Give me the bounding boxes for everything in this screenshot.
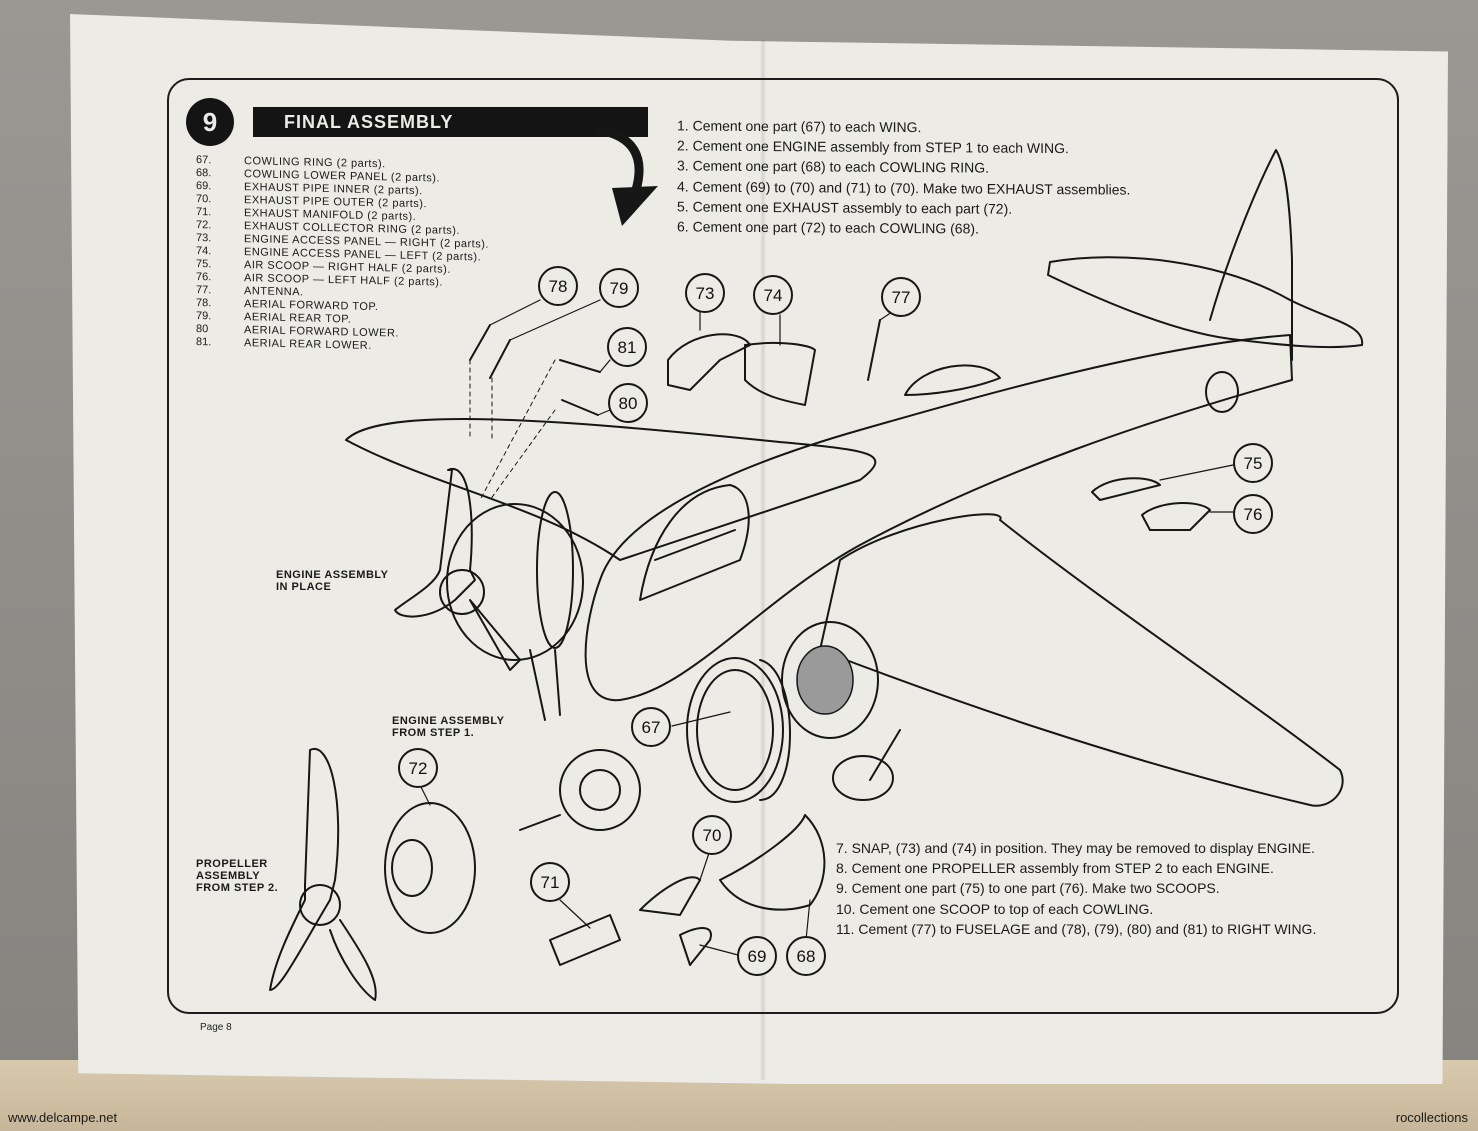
air-scoop-75 bbox=[1091, 477, 1161, 501]
step-frame bbox=[167, 78, 1399, 1014]
step-text: Cement one SCOOP to top of each COWLING. bbox=[859, 900, 1154, 917]
propeller-assembly bbox=[269, 747, 340, 991]
instruction-step: 9. Cement one part (75) to one part (76)… bbox=[836, 878, 1316, 898]
part-callout-text: 76 bbox=[1244, 505, 1263, 524]
exhaust-manifold-71 bbox=[549, 914, 621, 966]
step-title: FINAL ASSEMBLY bbox=[284, 112, 454, 132]
engine-in-place-label: ENGINE ASSEMBLY IN PLACE bbox=[276, 569, 388, 593]
instruction-step: 8. Cement one PROPELLER assembly from ST… bbox=[836, 858, 1316, 878]
part-callout-text: 74 bbox=[764, 286, 783, 305]
part-callout-text: 69 bbox=[748, 947, 767, 966]
part-callout-73 bbox=[685, 273, 725, 313]
part-callout-78 bbox=[538, 266, 578, 306]
tail-wheel bbox=[1205, 371, 1239, 413]
step-text: Cement one PROPELLER assembly from STEP … bbox=[851, 860, 1274, 877]
engine-cowling-in-place bbox=[446, 503, 584, 661]
part-callout-text: 78 bbox=[549, 277, 568, 296]
part-callout-76 bbox=[1233, 494, 1273, 534]
cowling-ring-67 bbox=[686, 657, 784, 803]
engine-nacelle-far bbox=[781, 621, 879, 739]
exhaust-pipe-outer-70 bbox=[639, 876, 701, 916]
propeller-in-place bbox=[394, 467, 476, 618]
radial-engine bbox=[559, 749, 641, 831]
callout-line: ASSEMBLY bbox=[196, 870, 261, 882]
part-callout-75 bbox=[1233, 443, 1273, 483]
instruction-step: 7. SNAP, (73) and (74) in position. They… bbox=[836, 838, 1316, 858]
fuselage-outline bbox=[584, 334, 1293, 702]
part-callout-text: 77 bbox=[892, 288, 911, 307]
title-arrow bbox=[595, 125, 644, 195]
part-callout-67 bbox=[631, 707, 671, 747]
part-callout-71 bbox=[530, 862, 570, 902]
antenna-77 bbox=[867, 319, 881, 381]
air-scoop-76 bbox=[1141, 502, 1211, 531]
callout-line: ENGINE ASSEMBLY bbox=[276, 569, 389, 581]
cowling-lower-panel-68 bbox=[719, 814, 826, 911]
step-index: 8. bbox=[836, 860, 848, 877]
page-fold bbox=[760, 40, 766, 1080]
step-index: 11. bbox=[836, 920, 855, 937]
callout-line: IN PLACE bbox=[276, 581, 332, 593]
step-text: Cement one part (75) to one part (76). M… bbox=[851, 880, 1220, 897]
step-index: 7. bbox=[836, 840, 848, 856]
part-callout-79 bbox=[599, 268, 639, 308]
part-callout-77 bbox=[881, 277, 921, 317]
exhaust-pipe-inner-69 bbox=[679, 927, 712, 966]
watermark-right: rocollections bbox=[1395, 1110, 1468, 1125]
part-callout-text: 79 bbox=[610, 279, 629, 298]
access-panel-73 bbox=[667, 333, 751, 391]
step-index: 10. bbox=[836, 900, 856, 917]
callout-line: PROPELLER bbox=[196, 858, 268, 870]
step-index: 9. bbox=[836, 880, 848, 897]
aerial-81 bbox=[559, 359, 601, 373]
part-callout-text: 67 bbox=[642, 718, 661, 737]
callout-line: FROM STEP 1. bbox=[392, 727, 475, 739]
title-bar bbox=[253, 107, 648, 137]
part-callout-text: 68 bbox=[797, 947, 816, 966]
part-callout-text: 81 bbox=[618, 338, 637, 357]
part-callout-text: 71 bbox=[541, 873, 560, 892]
callout-line: FROM STEP 2. bbox=[196, 882, 279, 894]
part-callout-72 bbox=[398, 748, 438, 788]
watermark-left: www.delcampe.net bbox=[8, 1110, 118, 1125]
part-callout-74 bbox=[753, 275, 793, 315]
step-text: SNAP, (73) and (74) in position. They ma… bbox=[851, 840, 1315, 856]
wing-right-outline bbox=[345, 418, 877, 561]
step-text: Cement (77) to FUSELAGE and (78), (79), … bbox=[858, 920, 1317, 937]
aerial-78 bbox=[469, 324, 491, 361]
step-number-badge: 9 bbox=[186, 98, 234, 146]
aerial-79 bbox=[489, 339, 511, 379]
aerial-80 bbox=[561, 399, 599, 416]
part-callout-text: 75 bbox=[1244, 454, 1263, 473]
title-arrow-head bbox=[612, 186, 658, 226]
instruction-step: 10. Cement one SCOOP to top of each COWL… bbox=[836, 899, 1316, 919]
part-callout-68 bbox=[786, 936, 826, 976]
part-callout-70 bbox=[692, 815, 732, 855]
part-callout-text: 70 bbox=[703, 826, 722, 845]
wing-left-outline bbox=[819, 513, 1344, 807]
tail-plane bbox=[1047, 256, 1364, 349]
part-callout-text: 73 bbox=[696, 284, 715, 303]
engine-from-step1-label: ENGINE ASSEMBLY FROM STEP 1. bbox=[392, 715, 504, 739]
part-callout-69 bbox=[737, 936, 777, 976]
propeller-from-step2-label: PROPELLER ASSEMBLY FROM STEP 2. bbox=[196, 858, 278, 894]
instruction-step: 11. Cement (77) to FUSELAGE and (78), (7… bbox=[836, 919, 1316, 939]
callout-line: ENGINE ASSEMBLY bbox=[392, 715, 505, 727]
part-callout-81 bbox=[607, 327, 647, 367]
part-callout-text: 72 bbox=[409, 759, 428, 778]
page-number: Page 8 bbox=[200, 1022, 232, 1033]
cockpit-canopy bbox=[639, 484, 750, 601]
exhaust-collector-ring-72 bbox=[384, 802, 476, 934]
part-callout-text: 80 bbox=[619, 394, 638, 413]
part-callout-80 bbox=[608, 383, 648, 423]
instructions-bottom: 7. SNAP, (73) and (74) in position. They… bbox=[836, 838, 1316, 939]
tail-fin bbox=[1209, 149, 1293, 361]
access-panel-74 bbox=[744, 341, 816, 406]
